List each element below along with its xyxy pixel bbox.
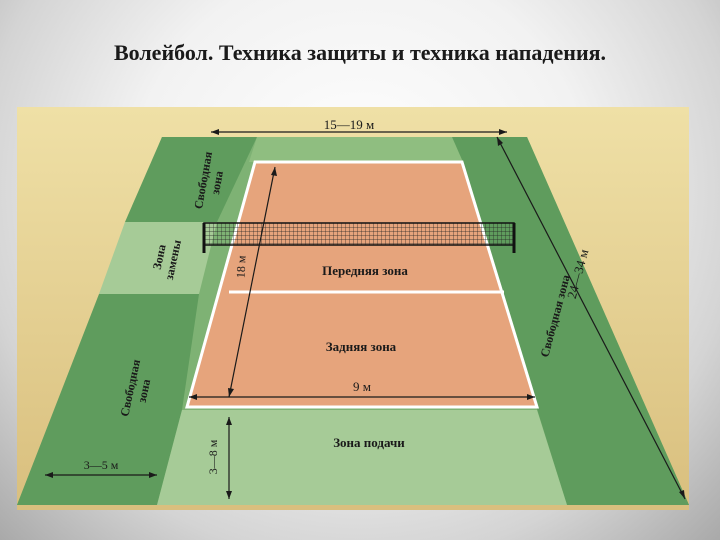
serve-zone-label: Зона подачи xyxy=(333,435,405,450)
free-zone-left-bottom xyxy=(17,294,199,505)
svg-text:Зона: Зона xyxy=(150,243,169,271)
net xyxy=(203,222,515,246)
length-arrow xyxy=(496,136,686,500)
serve-depth-label: 3—8 м xyxy=(206,439,220,474)
back-zone-label: Задняя зона xyxy=(326,339,397,354)
free-side-label: 3—5 м xyxy=(84,458,119,472)
half-length-label: 18 м xyxy=(234,255,249,278)
svg-text:зона: зона xyxy=(208,170,226,196)
free-zone-left-top xyxy=(125,137,257,222)
serve-zone-area xyxy=(157,410,567,505)
front-zone-label: Передняя зона xyxy=(322,263,408,278)
half-length-arrow xyxy=(228,166,276,398)
substitution-zone-area xyxy=(99,222,217,294)
slide-title: Волейбол. Техника защиты и техника напад… xyxy=(113,40,607,65)
volleyball-court-diagram: 15—19 м 24—34 м 18 м 9 м 3—5 м 3—8 м Пер… xyxy=(17,107,689,510)
court-width-label: 9 м xyxy=(353,379,371,394)
svg-text:зона: зона xyxy=(135,378,154,404)
free-zone-back xyxy=(249,137,463,162)
overall-width-label: 15—19 м xyxy=(324,117,374,132)
